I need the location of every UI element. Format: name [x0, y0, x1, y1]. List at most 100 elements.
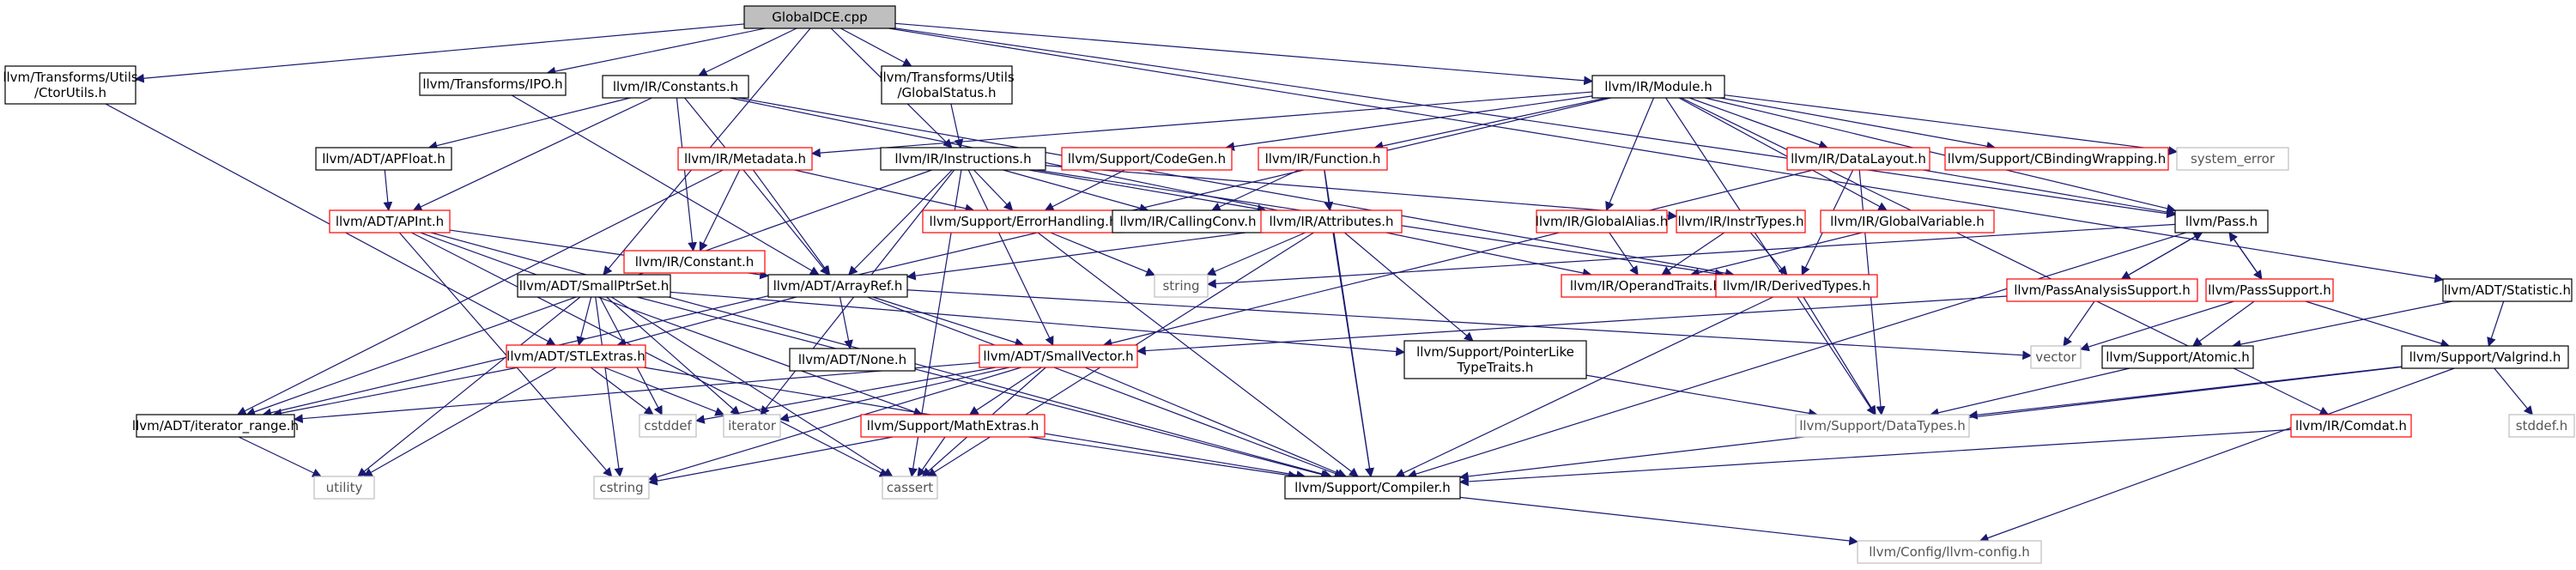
- edge-constants-to-operandtraits: [730, 97, 1592, 278]
- node-cstddef: cstddef: [639, 414, 697, 438]
- node-label: llvm/Support/CBindingWrapping.h: [1948, 151, 2166, 167]
- edge-pass-to-compiler: [1407, 232, 2186, 479]
- node-box: [517, 274, 671, 298]
- node-label: llvm/IR/OperandTraits.h: [1570, 278, 1721, 294]
- node-label: TypeTraits.h: [1457, 360, 1534, 375]
- node-label: llvm/IR/Instructions.h: [894, 151, 1031, 167]
- node-label: GlobalDCE.cpp: [772, 9, 867, 25]
- edge-instructions-to-errorhandling: [973, 169, 1014, 211]
- node-datalayout[interactable]: llvm/IR/DataLayout.h: [1786, 147, 1930, 171]
- node-operandtraits[interactable]: llvm/IR/OperandTraits.h: [1561, 274, 1730, 298]
- edge-attributes-to-string: [1206, 232, 1306, 276]
- node-ipo[interactable]: llvm/Transforms/IPO.h: [419, 72, 567, 96]
- edge-derivedtypes-to-datatypes: [1803, 296, 1876, 415]
- node-label: llvm/IR/GlobalAlias.h: [1536, 214, 1669, 229]
- node-passsupport[interactable]: llvm/PassSupport.h: [2205, 278, 2334, 302]
- node-metadata[interactable]: llvm/IR/Metadata.h: [677, 147, 813, 171]
- node-label: cstddef: [644, 418, 692, 434]
- edge-metadata-to-errorhandling: [794, 169, 975, 214]
- node-iterator_range[interactable]: llvm/ADT/iterator_range.h: [132, 414, 299, 438]
- edge-instructions-to-smallvector: [967, 169, 1054, 346]
- node-ctorutils[interactable]: llvm/Transforms/Utils/CtorUtils.h: [3, 65, 138, 105]
- node-stlextras[interactable]: llvm/ADT/STLExtras.h: [506, 344, 646, 368]
- node-box: [1112, 209, 1264, 233]
- edge-smallvector-to-compiler: [1084, 367, 1347, 478]
- node-globalvariable[interactable]: llvm/IR/GlobalVariable.h: [1820, 209, 1995, 233]
- node-label: llvm/IR/CallingConv.h: [1119, 214, 1256, 229]
- node-box: [329, 209, 451, 233]
- node-box: [2442, 278, 2573, 302]
- edge-ipo-to-arrayref: [511, 94, 820, 276]
- node-mathextras[interactable]: llvm/Support/MathExtras.h: [860, 414, 1046, 438]
- edge-constants-to-arrayref: [684, 97, 830, 276]
- node-box: [979, 344, 1138, 368]
- node-atomic[interactable]: llvm/Support/Atomic.h: [2101, 345, 2254, 369]
- edge-module-to-globalvariable: [1678, 97, 1888, 211]
- node-valgrind[interactable]: llvm/Support/Valgrind.h: [2401, 345, 2569, 369]
- node-label: llvm/Transforms/IPO.h: [422, 76, 562, 92]
- node-smallvector[interactable]: llvm/ADT/SmallVector.h: [979, 344, 1138, 368]
- edge-smallptrset-to-utility: [357, 296, 581, 477]
- node-attributes[interactable]: llvm/IR/Attributes.h: [1260, 209, 1403, 233]
- node-derivedtypes[interactable]: llvm/IR/DerivedTypes.h: [1715, 274, 1878, 298]
- node-box: [1795, 414, 1970, 438]
- node-stddef: stddef.h: [2508, 414, 2575, 438]
- node-module[interactable]: llvm/IR/Module.h: [1591, 75, 1725, 99]
- node-box: [1403, 340, 1587, 379]
- node-box: [1536, 209, 1668, 233]
- node-instructions[interactable]: llvm/IR/Instructions.h: [880, 147, 1046, 171]
- node-irconstant[interactable]: llvm/IR/Constant.h: [623, 250, 766, 274]
- node-apfloat[interactable]: llvm/ADT/APFloat.h: [315, 147, 452, 171]
- node-label: /GlobalStatus.h: [898, 85, 997, 100]
- node-arrayref[interactable]: llvm/ADT/ArrayRef.h: [767, 274, 908, 298]
- node-box: [1857, 540, 2042, 564]
- node-datatypes: llvm/Support/DataTypes.h: [1795, 414, 1970, 438]
- edge-root-to-ctorutils: [134, 23, 745, 83]
- node-label: /CtorUtils.h: [34, 85, 106, 100]
- edge-module-to-codegen: [1225, 95, 1593, 151]
- edge-apint-to-cassert: [411, 232, 889, 477]
- node-codegen[interactable]: llvm/Support/CodeGen.h: [1061, 147, 1233, 171]
- node-box: [593, 476, 650, 500]
- edge-instructions-to-arrayref: [848, 169, 953, 276]
- edge-constants-to-irconstant: [676, 97, 697, 252]
- node-box: [313, 476, 375, 500]
- node-label: llvm/Support/Compiler.h: [1294, 480, 1451, 495]
- node-none[interactable]: llvm/ADT/None.h: [789, 348, 916, 372]
- node-comdat[interactable]: llvm/IR/Comdat.h: [2290, 414, 2412, 438]
- node-label: llvm/IR/Constants.h: [613, 79, 738, 94]
- node-pass[interactable]: llvm/Pass.h: [2174, 209, 2269, 233]
- node-constants[interactable]: llvm/IR/Constants.h: [602, 75, 749, 99]
- node-callingconv[interactable]: llvm/IR/CallingConv.h: [1112, 209, 1264, 233]
- node-box: [1715, 274, 1878, 298]
- node-box: [2508, 414, 2575, 438]
- node-label: utility: [326, 480, 363, 495]
- node-label: llvm/Support/Atomic.h: [2106, 349, 2250, 365]
- node-label: llvm/Support/PointerLike: [1416, 344, 1574, 360]
- node-globalalias[interactable]: llvm/IR/GlobalAlias.h: [1536, 209, 1669, 233]
- node-box: [860, 414, 1046, 438]
- node-globalstatus[interactable]: llvm/Transforms/Utils/GlobalStatus.h: [879, 65, 1015, 105]
- edge-smallvector-to-mathextras: [968, 367, 1042, 415]
- node-string: string: [1154, 274, 1209, 298]
- edge-attributes-to-arrayref: [906, 230, 1262, 281]
- node-errorhandling[interactable]: llvm/Support/ErrorHandling.h: [922, 209, 1124, 233]
- node-compiler[interactable]: llvm/Support/Compiler.h: [1284, 476, 1461, 500]
- node-instrtypes[interactable]: llvm/IR/InstrTypes.h: [1676, 209, 1806, 233]
- edge-instructions-to-callingconv: [1003, 169, 1149, 213]
- node-apint[interactable]: llvm/ADT/APInt.h: [329, 209, 451, 233]
- edge-module-to-cbinding: [1719, 97, 1997, 151]
- node-label: llvm/ADT/STLExtras.h: [506, 349, 646, 364]
- node-smallptrset[interactable]: llvm/ADT/SmallPtrSet.h: [517, 274, 671, 298]
- node-label: llvm/IR/Comdat.h: [2295, 418, 2407, 434]
- node-box: [2205, 278, 2334, 302]
- edge-smallptrset-to-stlextras: [576, 296, 592, 347]
- node-passanalysis[interactable]: llvm/PassAnalysisSupport.h: [2006, 278, 2198, 302]
- node-statistic[interactable]: llvm/ADT/Statistic.h: [2442, 278, 2573, 302]
- node-cbinding[interactable]: llvm/Support/CBindingWrapping.h: [1944, 147, 2169, 171]
- edge-arrayref-to-smallvector: [872, 296, 1025, 348]
- node-function[interactable]: llvm/IR/Function.h: [1258, 147, 1388, 171]
- edge-valgrind-to-stddef: [2494, 367, 2533, 415]
